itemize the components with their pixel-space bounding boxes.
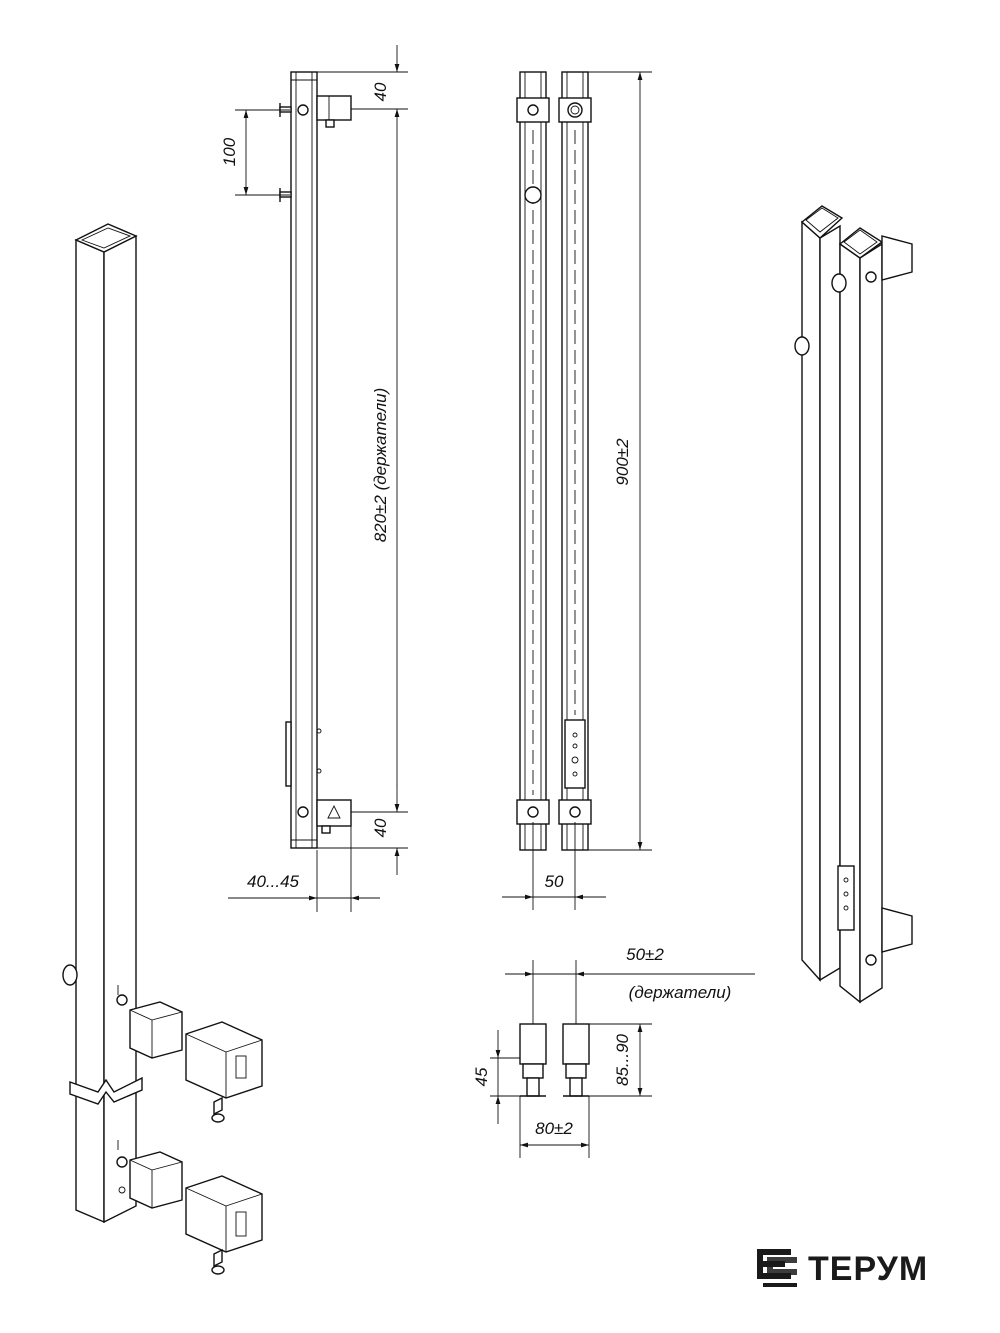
dim-wall-depth-range: 85...90: [613, 1033, 632, 1086]
bottom-screw-icon: [297, 806, 309, 818]
brand-logo: ТЕРУМ: [757, 1249, 928, 1288]
dim-top-offset: 40: [371, 82, 390, 101]
dim-side-depth: 40...45: [247, 872, 300, 891]
thermostat-display: [564, 719, 586, 789]
dim-front-gap: 50: [545, 872, 564, 891]
terum-logo-icon: [757, 1249, 797, 1287]
dim-holder-note: (держатели): [629, 983, 732, 1002]
dim-holder-width: 50±2: [626, 945, 664, 964]
top-view: 50±2 (держатели) 45 85...90 80±2: [472, 945, 755, 1158]
brand-name: ТЕРУМ: [808, 1250, 928, 1288]
iso-pin-icon: [794, 336, 810, 356]
dim-total-height: 900±2: [613, 438, 632, 486]
side-view: 40 820±2 (держатели) 40 100 40...45: [220, 45, 408, 912]
front-view: 900±2 50: [502, 71, 652, 910]
dim-wall-depth-small: 45: [472, 1067, 491, 1086]
dim-holder-span: 820±2 (держатели): [371, 388, 390, 543]
warning-triangle-icon: [327, 804, 341, 819]
dim-bottom-offset: 40: [371, 818, 390, 837]
bottom-holder-bracket: [316, 799, 352, 827]
mounting-detail: [62, 223, 263, 1275]
front-pin-icon: [524, 186, 542, 204]
dim-base-width: 80±2: [535, 1119, 573, 1138]
dim-pin-spacing: 100: [220, 137, 239, 166]
isometric-view: [794, 205, 913, 1004]
top-holder-bracket: [316, 95, 352, 121]
top-screw-icon: [297, 104, 309, 116]
